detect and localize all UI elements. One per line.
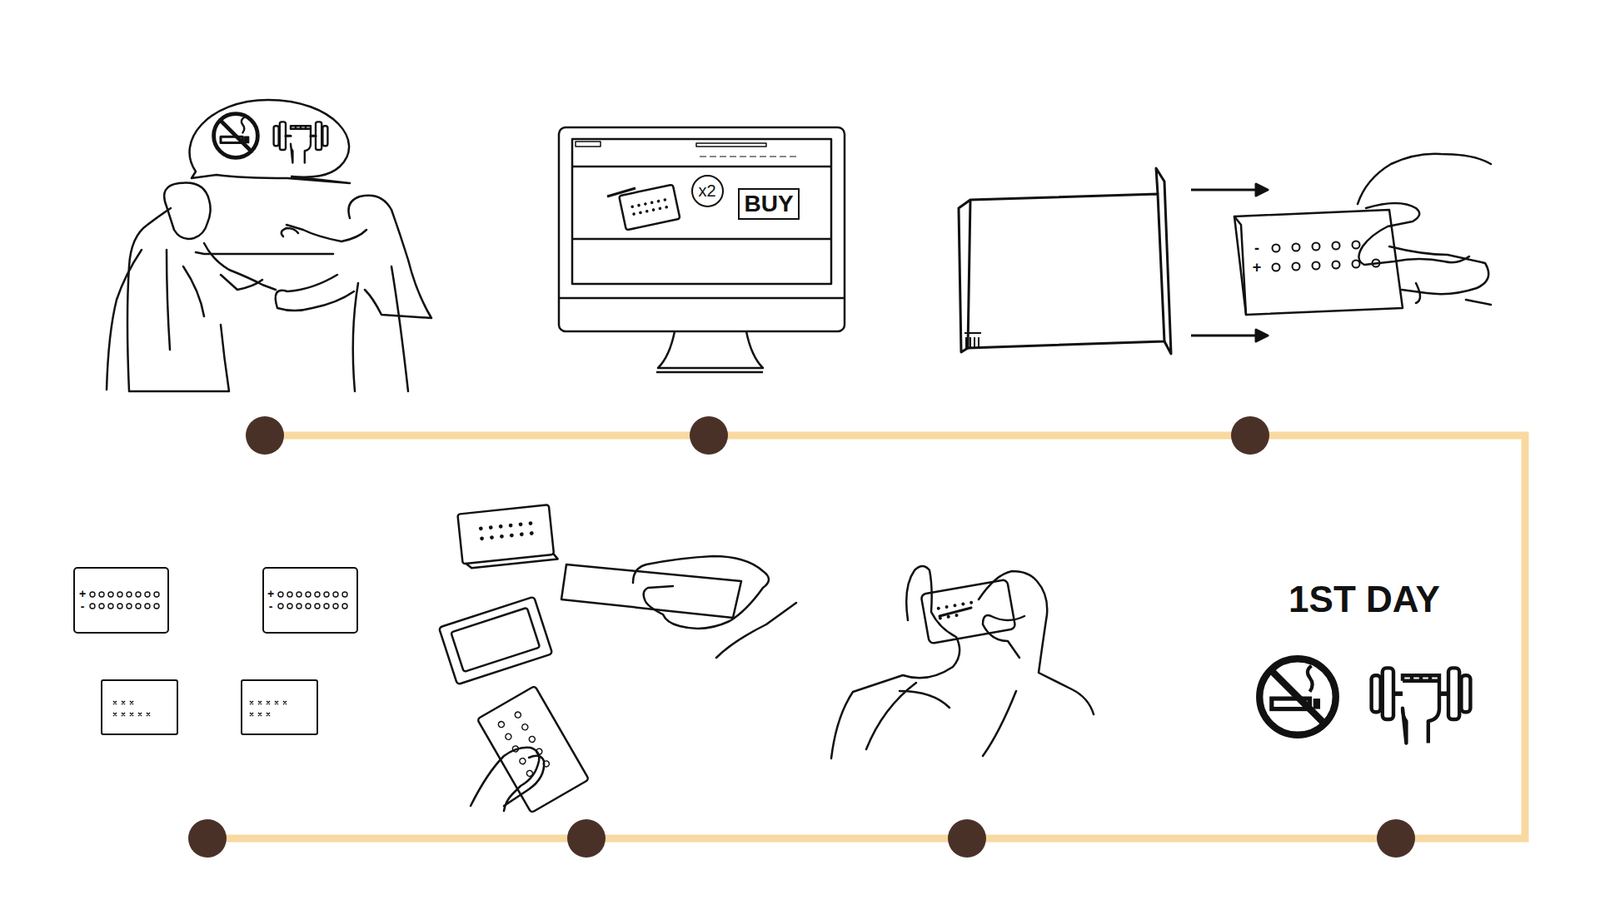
card-sign: -	[1254, 240, 1260, 256]
conversation-scene	[106, 99, 432, 392]
node-text: BUY	[743, 190, 793, 218]
card-sign: -	[80, 600, 85, 613]
timeline	[207, 435, 1526, 839]
card-in-hand	[1234, 154, 1491, 315]
count-circle: x2	[691, 174, 724, 208]
buy-button: BUY	[737, 188, 799, 220]
node-text: x2	[697, 181, 716, 201]
card-sign: +	[79, 588, 86, 600]
day-heading: 1ST DAY	[1288, 581, 1441, 619]
unpacking-scene	[438, 504, 797, 814]
no-smoking-icon	[1259, 658, 1336, 736]
card-sign: +	[267, 588, 275, 600]
card-sign: -	[269, 600, 274, 613]
timeline-dots	[188, 416, 1416, 858]
monitor	[558, 127, 845, 373]
dumbbell-icon	[1371, 667, 1471, 743]
package-box	[958, 168, 1268, 354]
marking-scene	[831, 566, 1094, 759]
card-set	[74, 568, 358, 735]
card-sign: +	[1252, 259, 1262, 275]
